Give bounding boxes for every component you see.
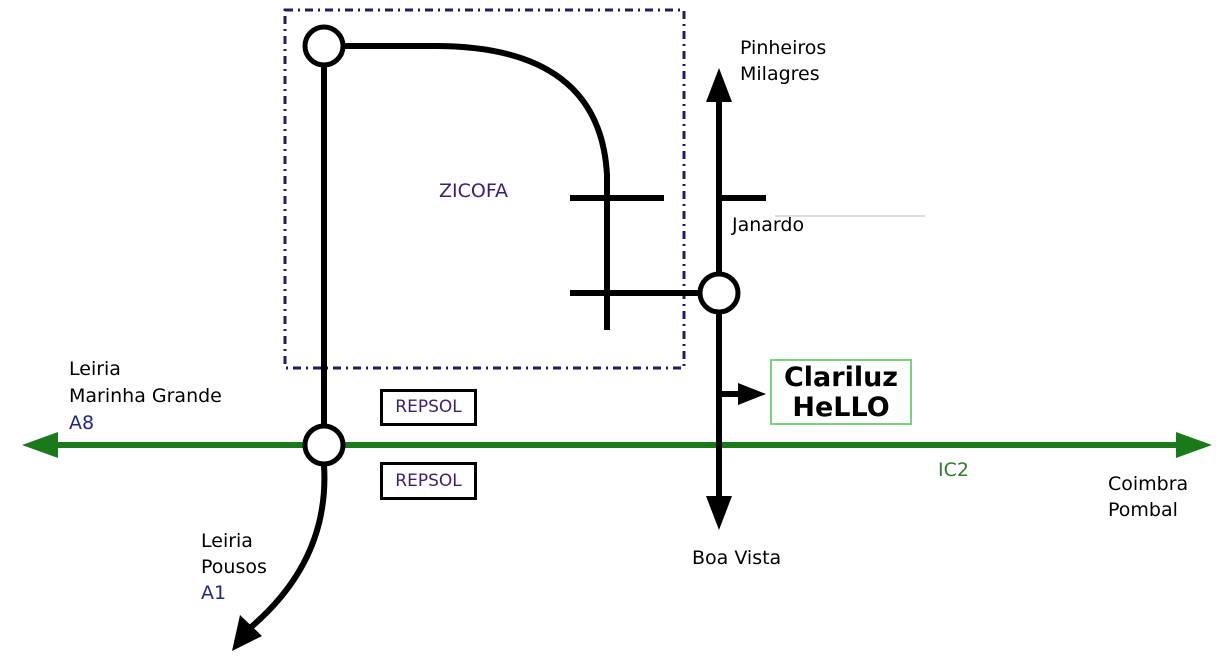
label-boa-vista: Boa Vista [692,547,782,569]
roundabout-east [697,271,741,315]
ic2-west-arrowhead [22,432,58,458]
label-pousos: Pousos [201,556,267,578]
label-a8: A8 [69,412,95,434]
road-to-pousos [248,464,328,631]
zicofa-curved-road [344,43,610,330]
boa-vista-arrowhead [706,496,732,530]
label-marinha-grande: Marinha Grande [69,385,222,407]
repsol-station-north: REPSOL [380,389,477,426]
label-south-leiria: Leiria [201,530,253,552]
label-pombal: Pombal [1108,499,1178,521]
repsol-station-south: REPSOL [380,462,477,500]
destination-name-hello: HeLLO [792,392,890,423]
label-coimbra: Coimbra [1108,473,1189,495]
zicofa-zone-boundary [283,8,686,370]
roundabout-ic2 [302,423,346,467]
destination-name-clariluz: Clariluz [783,362,899,393]
label-janardo: Janardo [732,214,805,236]
roundabout-top [302,24,346,68]
label-milagres: Milagres [740,63,820,85]
label-ic2: IC2 [938,459,969,481]
label-west-leiria: Leiria [69,358,121,380]
label-pinheiros: Pinheiros [740,37,827,59]
pousos-arrowhead [232,615,262,651]
pinheiros-arrowhead [706,68,732,102]
clariluz-arrowhead [738,383,766,405]
ic2-east-arrowhead [1176,432,1212,458]
clariluz-hello-destination: Clariluz HeLLO [770,359,912,425]
label-zicofa: ZICOFA [439,180,509,202]
label-a1: A1 [201,582,227,604]
